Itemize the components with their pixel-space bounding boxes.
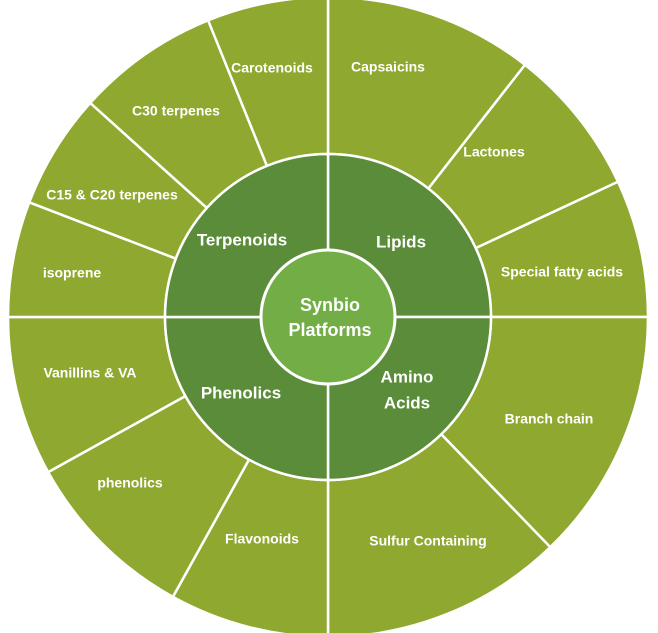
center-hub	[259, 248, 397, 386]
outer-label-flavonoids: Flavonoids	[225, 531, 299, 547]
center-label: Synbio	[300, 295, 360, 315]
category-label-lipids: Lipids	[376, 232, 426, 251]
outer-label-capsaicins: Capsaicins	[351, 59, 425, 75]
outer-label-lactones: Lactones	[463, 144, 525, 160]
center-label: Platforms	[288, 320, 371, 340]
outer-label-isoprene: isoprene	[43, 265, 102, 281]
outer-label-branch-chain: Branch chain	[505, 411, 594, 427]
outer-label-c30-terpenes: C30 terpenes	[132, 103, 220, 119]
category-label-terpenoids: Terpenoids	[197, 230, 287, 249]
outer-label-phenolics: phenolics	[97, 475, 163, 491]
outer-label-c15-and-c20-terpenes: C15 & C20 terpenes	[46, 187, 178, 203]
category-label-amino-acids: Acids	[384, 393, 430, 412]
outer-label-carotenoids: Carotenoids	[231, 60, 313, 76]
outer-label-sulfur-containing: Sulfur Containing	[369, 533, 486, 549]
outer-label-vanillins-and-va: Vanillins & VA	[43, 365, 136, 381]
outer-label-special-fatty-acids: Special fatty acids	[501, 264, 623, 280]
category-label-phenolics: Phenolics	[201, 383, 281, 402]
category-label-amino-acids: Amino	[381, 367, 434, 386]
